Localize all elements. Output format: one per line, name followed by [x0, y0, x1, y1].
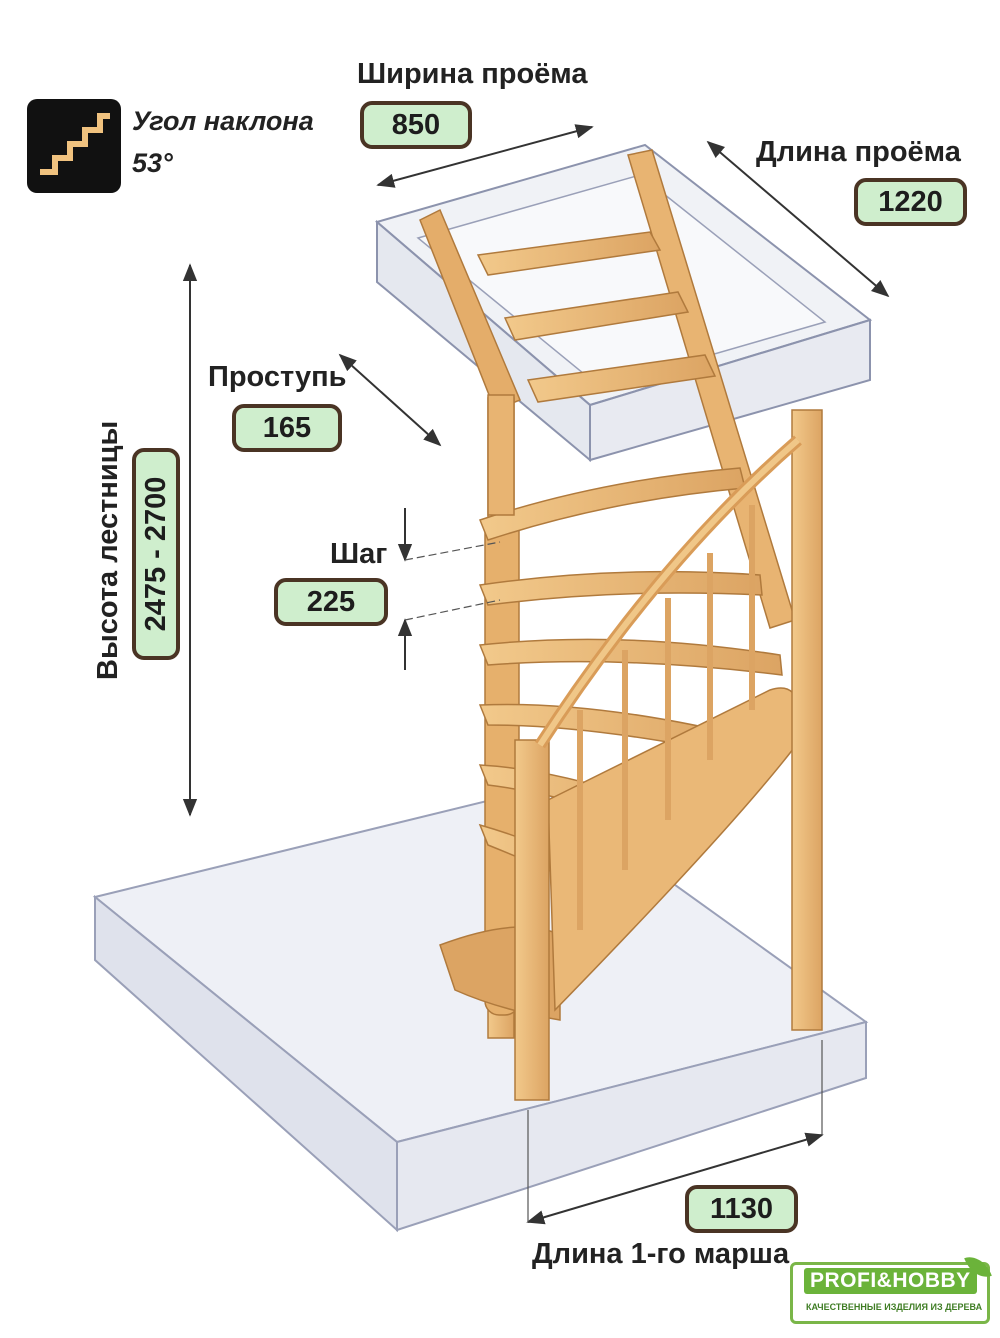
logo-subtitle: КАЧЕСТВЕННЫЕ ИЗДЕЛИЯ ИЗ ДЕРЕВА	[806, 1302, 983, 1312]
angle-stair-glyph	[27, 99, 121, 193]
tread-label: Проступь	[208, 361, 347, 393]
first-flight-label: Длина 1-го марша	[532, 1238, 790, 1270]
opening-length-label: Длина проёма	[756, 136, 961, 168]
opening-width-label: Ширина проёма	[357, 58, 588, 90]
step-label: Шаг	[330, 538, 388, 570]
logo-title: PROFI&HOBBY	[804, 1268, 977, 1294]
angle-value: 53°	[132, 148, 173, 178]
floor-slab	[92, 786, 869, 1233]
angle-title: Угол наклона	[132, 106, 314, 136]
opening-width-value: 850	[360, 101, 472, 149]
height-label: Высота лестницы	[92, 420, 124, 680]
tread-value: 165	[232, 404, 342, 452]
step-value: 225	[274, 578, 388, 626]
lower-flight	[487, 394, 823, 1101]
brand-logo: PROFI&HOBBY КАЧЕСТВЕННЫЕ ИЗДЕЛИЯ ИЗ ДЕРЕ…	[790, 1251, 992, 1324]
dimension-lines	[182, 124, 890, 1225]
first-flight-value: 1130	[685, 1185, 798, 1233]
opening-length-value: 1220	[854, 178, 967, 226]
height-value: 2475 - 2700	[132, 448, 180, 660]
